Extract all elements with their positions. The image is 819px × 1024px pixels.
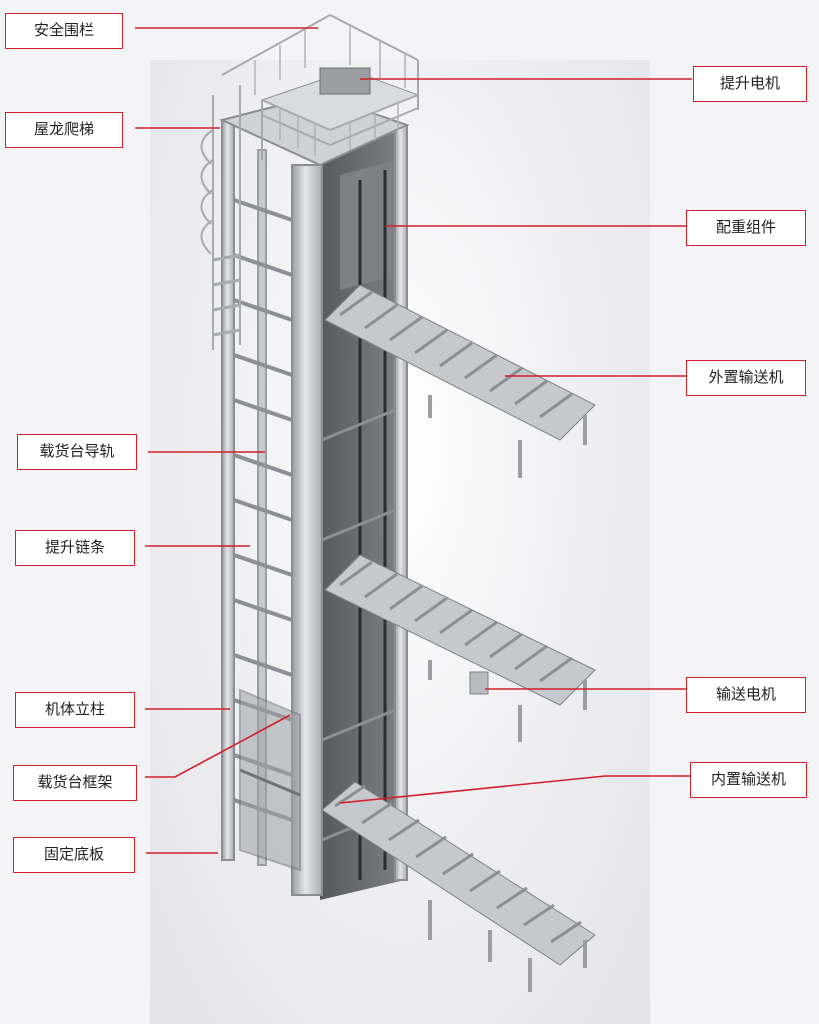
label-counterweight: 配重组件 <box>686 210 806 246</box>
lift-motor-body <box>319 67 371 95</box>
label-safety-rail: 安全围栏 <box>5 13 123 49</box>
cage-ladder <box>200 85 241 350</box>
label-cage-ladder: 屋龙爬梯 <box>5 112 123 148</box>
top-platform <box>221 14 420 160</box>
label-conveyor-motor: 输送电机 <box>686 677 806 713</box>
leader-lines <box>135 27 692 854</box>
label-external-conveyor: 外置输送机 <box>686 360 806 396</box>
label-frame-column: 机体立柱 <box>15 692 135 728</box>
label-lift-chain: 提升链条 <box>15 530 135 566</box>
external-conveyor-lower <box>324 554 596 742</box>
label-lift-motor: 提升电机 <box>693 66 807 102</box>
label-carriage-guide-rail: 载货台导轨 <box>17 434 137 470</box>
external-conveyor-upper <box>324 284 596 478</box>
label-internal-conveyor: 内置输送机 <box>690 762 807 798</box>
internal-conveyor <box>321 781 596 992</box>
label-base-plate: 固定底板 <box>13 837 135 873</box>
shaft-interior <box>320 130 405 900</box>
label-carriage-frame: 载货台框架 <box>13 765 137 801</box>
counterweight-block <box>340 160 398 290</box>
conveyor-motor-box <box>469 671 489 695</box>
